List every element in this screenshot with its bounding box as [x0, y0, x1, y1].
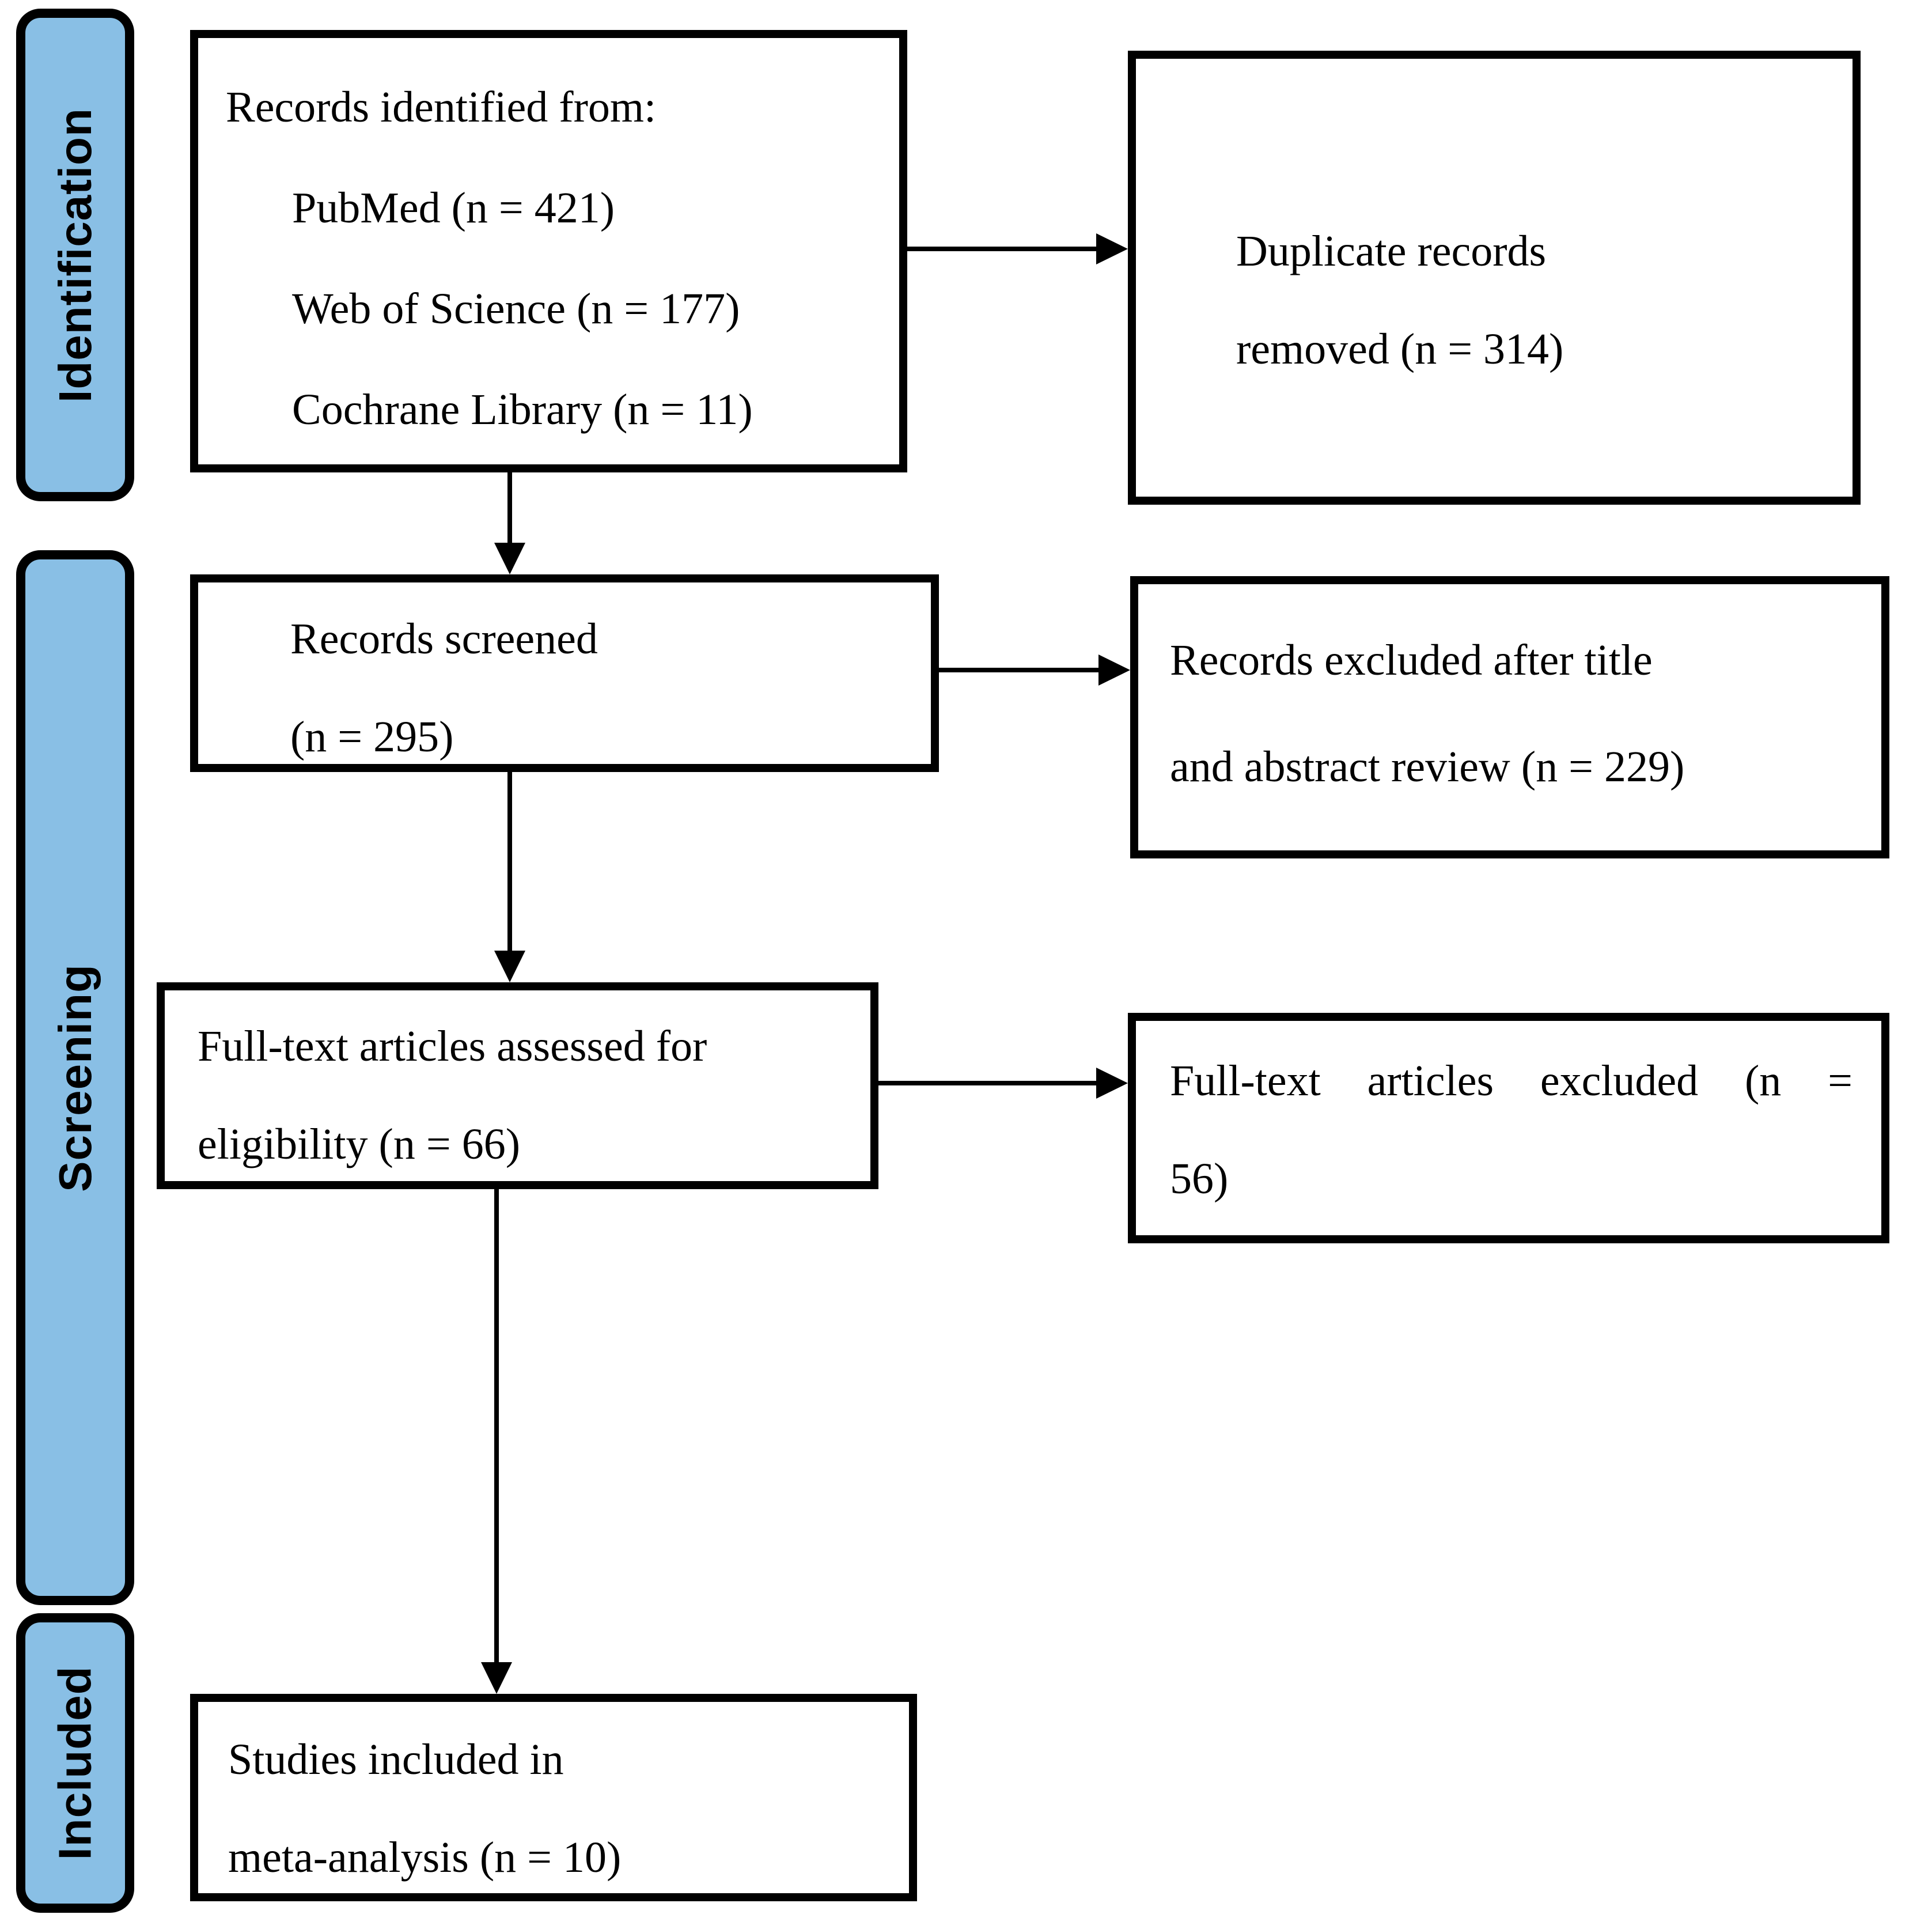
arrow-shaft — [907, 247, 1097, 251]
box-line: Records identified from: — [226, 83, 657, 131]
stage-ribbon-included: Included — [16, 1613, 134, 1913]
arrow-head-down-icon — [481, 1662, 512, 1694]
box-records-screened: Records screened (n = 295) — [190, 574, 939, 772]
box-line: Duplicate records — [1236, 227, 1547, 275]
box-line: Full-text articles assessed for — [198, 1022, 707, 1070]
box-line: PubMed (n = 421) — [292, 184, 615, 232]
box-line: Cochrane Library (n = 11) — [292, 385, 753, 434]
stage-ribbon-screening: Screening — [16, 550, 134, 1605]
box-line: (n = 295) — [290, 713, 454, 761]
box-fulltext-excluded: Full-text articles excluded (n = 56) — [1128, 1013, 1889, 1243]
arrow-shaft — [507, 772, 512, 952]
box-line: eligibility (n = 66) — [198, 1120, 521, 1168]
arrow-head-right-icon — [1096, 1068, 1128, 1099]
arrow-head-down-icon — [494, 951, 525, 982]
stage-label-screening: Screening — [49, 963, 101, 1192]
arrow-head-down-icon — [494, 543, 525, 574]
box-line: Records excluded after title — [1170, 636, 1653, 684]
arrow-shaft — [494, 1189, 499, 1663]
arrow-shaft — [878, 1081, 1097, 1085]
arrow-head-right-icon — [1098, 654, 1130, 686]
stage-label-included: Included — [49, 1666, 101, 1860]
box-line: Web of Science (n = 177) — [292, 285, 740, 333]
box-studies-included: Studies included in meta-analysis (n = 1… — [190, 1694, 917, 1901]
box-line: meta-analysis (n = 10) — [228, 1833, 622, 1882]
box-line: and abstract review (n = 229) — [1170, 743, 1685, 791]
box-line: 56) — [1170, 1155, 1229, 1203]
stage-ribbon-identification: Identification — [16, 9, 134, 501]
box-records-identified: Records identified from: PubMed (n = 421… — [190, 30, 907, 472]
stage-label-identification: Identification — [49, 107, 101, 403]
arrow-shaft — [939, 668, 1100, 672]
arrow-head-right-icon — [1096, 233, 1128, 264]
box-duplicates-removed: Duplicate records removed (n = 314) — [1128, 51, 1861, 505]
box-records-excluded-title-abstract: Records excluded after title and abstrac… — [1130, 576, 1889, 858]
box-line: removed (n = 314) — [1236, 325, 1564, 373]
box-line: Studies included in — [228, 1735, 564, 1784]
arrow-shaft — [507, 472, 512, 544]
box-line: Records screened — [290, 615, 598, 663]
box-fulltext-assessed: Full-text articles assessed for eligibil… — [157, 982, 878, 1189]
box-line: Full-text articles excluded (n = — [1170, 1057, 1853, 1105]
